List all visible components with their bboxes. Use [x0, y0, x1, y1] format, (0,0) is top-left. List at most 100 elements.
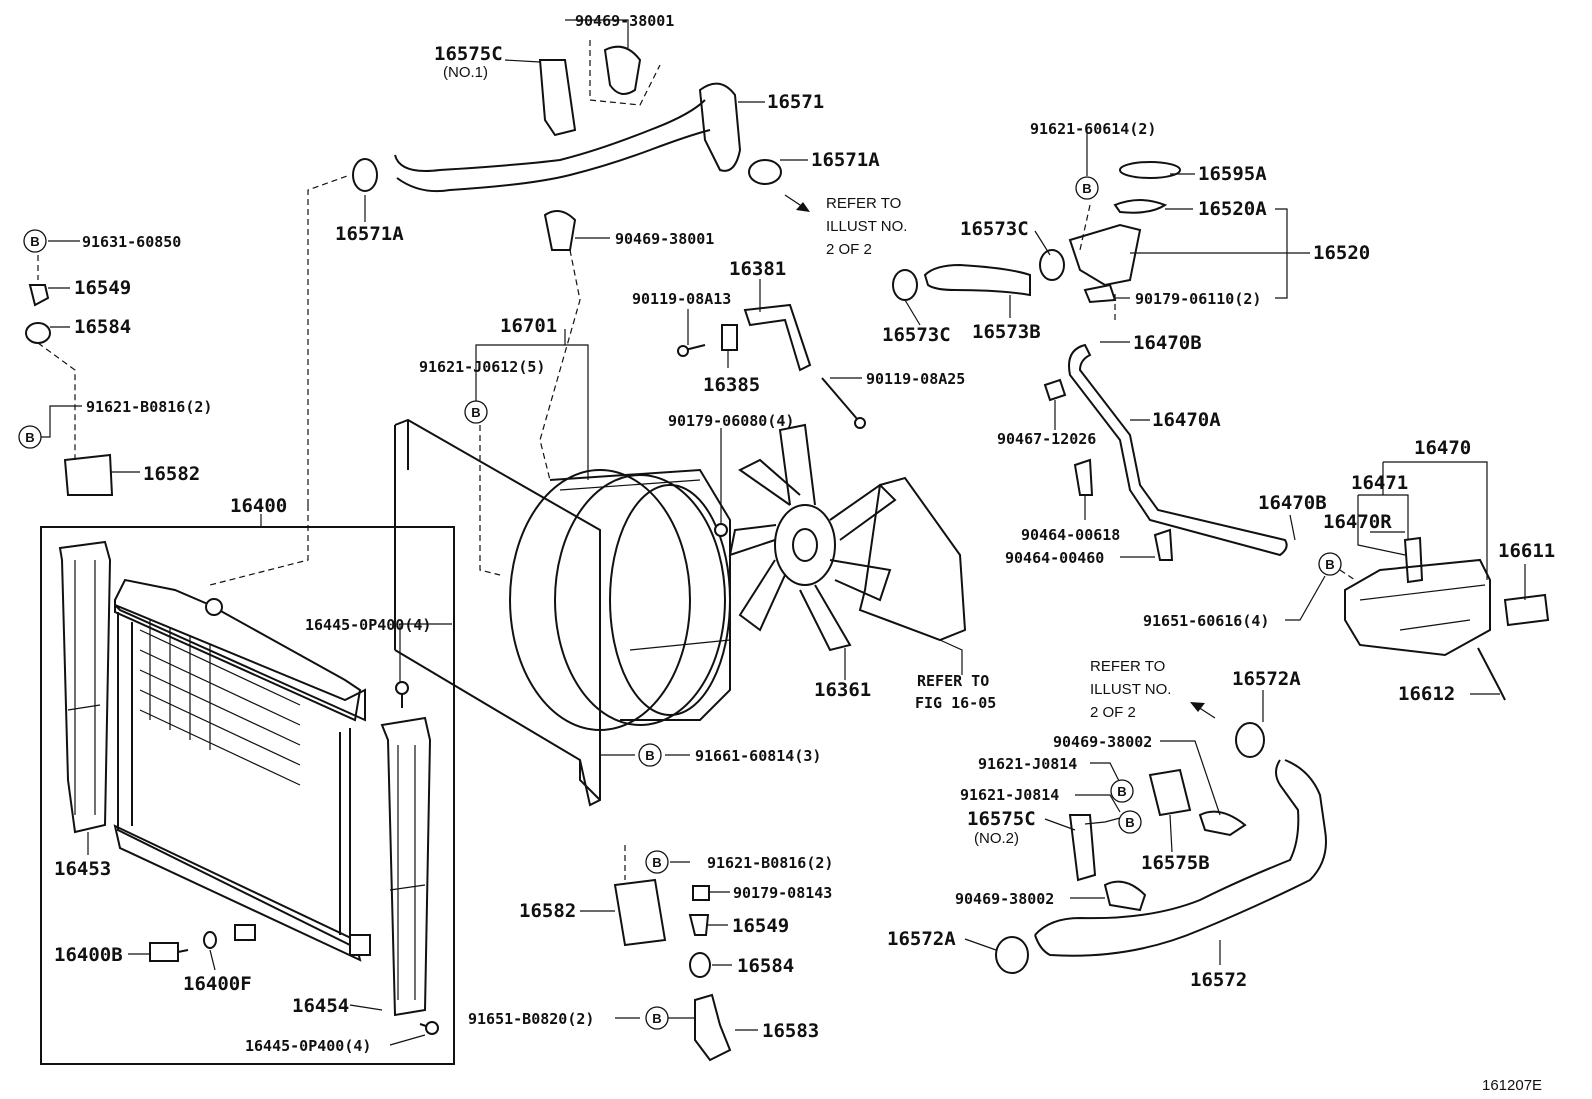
- grommet-16584-bottom: [689, 952, 711, 978]
- label-16573C-bottom: 16573C: [882, 324, 951, 346]
- label-16572: 16572: [1190, 969, 1247, 991]
- callout-b-91621-60614: B: [1075, 176, 1099, 200]
- label-16549-left: 16549: [74, 277, 131, 299]
- clamp-16572A-top: [1235, 722, 1265, 758]
- clamp-90469-38001-mid: [543, 210, 577, 251]
- bracket-16582-left: [63, 453, 114, 496]
- bracket-16611: [1503, 593, 1550, 627]
- illustration-id: 161207E: [1482, 1077, 1542, 1094]
- reservoir-tank-16470: [1344, 536, 1491, 657]
- label-90469-38001-top: 90469-38001: [575, 12, 674, 30]
- refer-arrow-2: [1197, 706, 1216, 719]
- refer-1-line3: 2 OF 2: [826, 241, 872, 258]
- label-16400F: 16400F: [183, 973, 252, 995]
- bushing-16549-left: [28, 284, 50, 307]
- clip-16385: [721, 324, 738, 351]
- upper-hose-16571: [394, 99, 706, 172]
- nut-90179-08143: [692, 885, 710, 901]
- refer-arrow-2-head: [1190, 702, 1205, 712]
- label-16575C-no1-note: (NO.1): [443, 64, 488, 81]
- bolt-90119-08A13: [677, 344, 706, 357]
- refer-fig-line2: FIG 16-05: [915, 694, 996, 712]
- label-16445-0P400-top: 16445-0P400(4): [305, 616, 431, 634]
- label-90469-38001-mid: 90469-38001: [615, 230, 714, 248]
- bushing-16549-bottom: [688, 914, 710, 936]
- label-16470: 16470: [1414, 437, 1471, 459]
- label-90464-00460: 90464-00460: [1005, 549, 1104, 567]
- label-91621-J0814-a: 91621-J0814: [978, 755, 1077, 773]
- label-16361: 16361: [814, 679, 871, 701]
- label-16595A: 16595A: [1198, 163, 1267, 185]
- label-90469-38002-bottom: 90469-38002: [955, 890, 1054, 908]
- label-16582-bottom: 16582: [519, 900, 576, 922]
- label-16572A-top: 16572A: [1232, 668, 1301, 690]
- callout-b-91631: B: [23, 229, 47, 253]
- label-91621-60614: 91621-60614(2): [1030, 120, 1156, 138]
- label-91621-J0612: 91621-J0612(5): [419, 358, 545, 376]
- label-90179-06080: 90179-06080(4): [668, 412, 794, 430]
- label-91661-60814: 91661-60814(3): [695, 747, 821, 765]
- svg-text:B: B: [652, 1011, 661, 1026]
- label-16575C-no2: 16575C: [967, 808, 1036, 830]
- fan-shroud: [394, 418, 731, 807]
- clamp-16571A-left: [352, 158, 378, 192]
- hose-16573B: [923, 263, 1031, 297]
- label-91631-60850: 91631-60850: [82, 233, 181, 251]
- gasket-16595A: [1119, 161, 1181, 179]
- svg-text:B: B: [1117, 784, 1126, 799]
- label-16520A: 16520A: [1198, 198, 1267, 220]
- grommet-16584-left: [25, 322, 51, 344]
- svg-text:B: B: [30, 234, 39, 249]
- refer-fig-line1: REFER TO: [917, 672, 989, 690]
- label-16549-bottom: 16549: [732, 915, 789, 937]
- clamp-90469-38001-top: [603, 45, 642, 95]
- label-16584-left: 16584: [74, 316, 131, 338]
- refer-2-line3: 2 OF 2: [1090, 704, 1136, 721]
- label-16571A-left: 16571A: [335, 223, 404, 245]
- clamp-16572A-bottom: [995, 936, 1029, 974]
- bracket-16582-bottom: [613, 878, 667, 947]
- label-90179-08143: 90179-08143: [733, 884, 832, 902]
- label-16571: 16571: [767, 91, 824, 113]
- cooling-fan: [728, 423, 897, 652]
- svg-text:B: B: [652, 855, 661, 870]
- label-16470R: 16470R: [1323, 511, 1392, 533]
- svg-text:B: B: [471, 405, 480, 420]
- refer-arrow-1-head: [796, 202, 810, 212]
- label-91621-B0816-left: 91621-B0816(2): [86, 398, 212, 416]
- label-91621-B0816-bottom: 91621-B0816(2): [707, 854, 833, 872]
- label-16453: 16453: [54, 858, 111, 880]
- clamp-90469-38002-bottom: [1103, 880, 1147, 912]
- label-16575B: 16575B: [1141, 852, 1210, 874]
- label-16583: 16583: [762, 1020, 819, 1042]
- label-16400: 16400: [230, 495, 287, 517]
- bolt-16445-bottom: [419, 1021, 439, 1035]
- label-16385: 16385: [703, 374, 760, 396]
- refer-2-line2: ILLUST NO.: [1090, 681, 1171, 698]
- label-16471: 16471: [1351, 472, 1408, 494]
- bracket-16575B: [1148, 768, 1192, 817]
- bracket-16583: [694, 993, 732, 1062]
- label-16571A-right: 16571A: [811, 149, 880, 171]
- callout-b-91621-j0814-a: B: [1110, 779, 1134, 803]
- callout-b-91621-j0814-b: B: [1118, 810, 1142, 834]
- leader-lines: [38, 19, 1526, 1046]
- stay-16612: [1477, 647, 1506, 701]
- label-91651-60616: 91651-60616(4): [1143, 612, 1269, 630]
- label-91651-B0820: 91651-B0820(2): [468, 1010, 594, 1028]
- radiator-assembly-frame: [40, 526, 455, 1065]
- lower-hose-16572: [1034, 759, 1327, 957]
- svg-text:B: B: [1325, 557, 1334, 572]
- gasket-16400F: [203, 931, 217, 949]
- radiator-core: [113, 578, 371, 962]
- label-16470B-top: 16470B: [1133, 332, 1202, 354]
- clamp-16571A-right: [748, 159, 782, 185]
- label-16381: 16381: [729, 258, 786, 280]
- callout-b-91651-60616: B: [1318, 552, 1342, 576]
- bracket-16381: [743, 303, 812, 372]
- label-16573B: 16573B: [972, 321, 1041, 343]
- nut-90179-06110: [1083, 283, 1117, 304]
- callout-b-91621-b0816-left: B: [18, 425, 42, 449]
- label-90119-08A25: 90119-08A25: [866, 370, 965, 388]
